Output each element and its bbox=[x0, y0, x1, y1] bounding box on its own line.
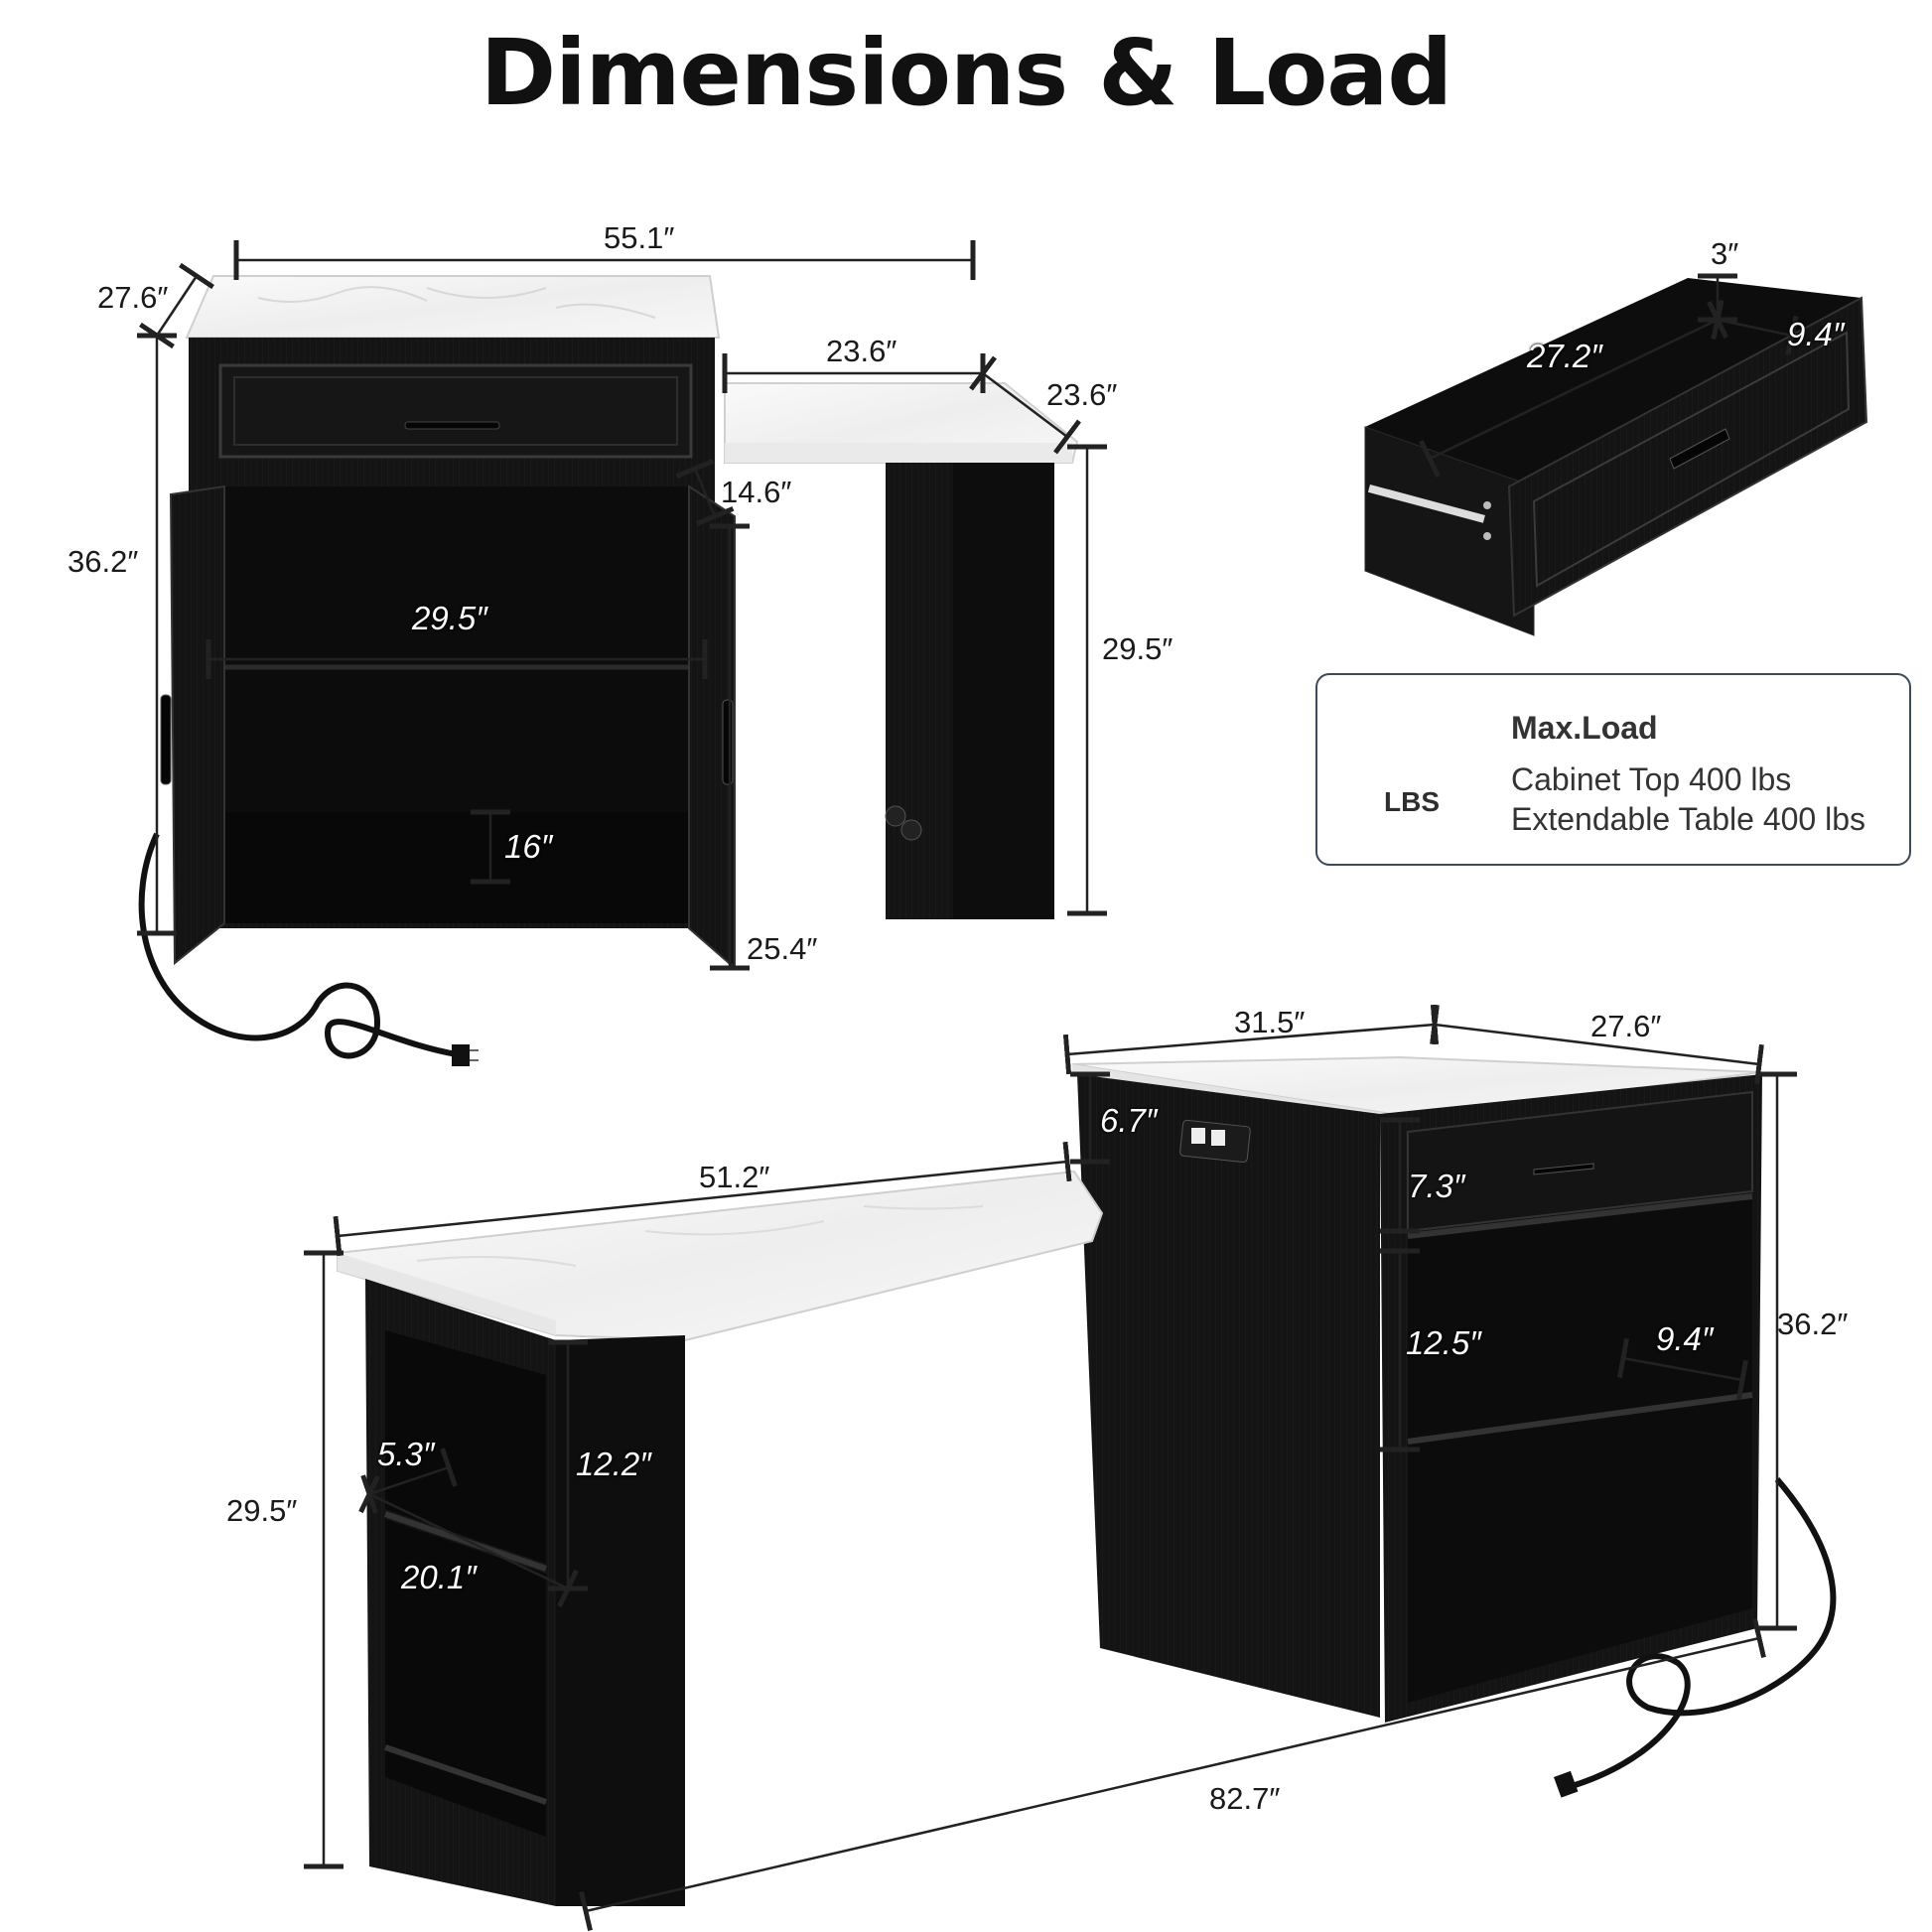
dim-table-width: 23.6″ bbox=[826, 334, 897, 368]
dim-ext-outlet-height: 6.7″ bbox=[1100, 1102, 1158, 1139]
dim-drawer-height: 3″ bbox=[1711, 236, 1739, 271]
page-title: Dimensions & Load bbox=[480, 20, 1452, 126]
cabinet-drawer bbox=[218, 363, 693, 459]
max-load-table: Extendable Table 400 lbs bbox=[1511, 801, 1866, 837]
dim-shelf-width: 29.5″ bbox=[412, 600, 487, 636]
dim-depth: 27.6″ bbox=[97, 280, 169, 315]
cabinet-closed-view bbox=[138, 275, 736, 1066]
dim-drawer-depth: 9.4″ bbox=[1787, 316, 1845, 352]
max-load-heading: Max.Load bbox=[1511, 710, 1658, 746]
dim-lower-height: 25.4″ bbox=[747, 931, 818, 966]
dim-table-depth: 23.6″ bbox=[1046, 377, 1118, 412]
dim-ext-cabinet-height: 36.2″ bbox=[1777, 1307, 1849, 1341]
dimension-lines bbox=[137, 240, 1799, 1932]
dim-ext-shelf-height: 12.5″ bbox=[1406, 1324, 1481, 1361]
dim-cabinet-height: 36.2″ bbox=[68, 544, 139, 579]
dim-leg-shelf-height: 12.2″ bbox=[576, 1446, 651, 1482]
dim-ext-cabinet-width: 31.5″ bbox=[1234, 1005, 1306, 1039]
lbs-icon-label: LBS bbox=[1384, 786, 1440, 817]
dim-total-width: 55.1″ bbox=[604, 220, 675, 255]
dim-shelf-height: 16″ bbox=[504, 828, 553, 865]
dim-ext-cabinet-depth: 27.6″ bbox=[1590, 1009, 1662, 1043]
cabinet-extended-view bbox=[1071, 1055, 1837, 1798]
dim-ext-table-height: 29.5″ bbox=[226, 1493, 298, 1528]
cabinet-top-marble bbox=[185, 275, 721, 339]
max-load-cabinet: Cabinet Top 400 lbs bbox=[1511, 761, 1792, 797]
power-cord-left bbox=[138, 832, 458, 1059]
left-door bbox=[169, 484, 225, 966]
drawer-handle bbox=[404, 421, 500, 430]
dim-ext-table-length: 51.2″ bbox=[699, 1160, 770, 1194]
dim-ext-drawer-height: 7.3″ bbox=[1408, 1168, 1465, 1204]
dim-drawer-length: 27.2″ bbox=[1527, 338, 1602, 374]
dim-leg-shelf-depth: 5.3″ bbox=[377, 1436, 435, 1472]
dim-table-height: 29.5″ bbox=[1102, 631, 1173, 666]
dim-total-length: 82.7″ bbox=[1209, 1781, 1281, 1816]
extendable-table-closed bbox=[724, 382, 1079, 919]
extendable-table-extended bbox=[337, 1170, 1104, 1906]
dim-ext-shelf-depth: 9.4″ bbox=[1656, 1320, 1714, 1357]
dim-gap: 14.6″ bbox=[721, 475, 792, 509]
dim-leg-shelf-width: 20.1″ bbox=[401, 1559, 477, 1595]
max-load-card: LBS Max.Load Cabinet Top 400 lbs Extenda… bbox=[1315, 673, 1911, 866]
